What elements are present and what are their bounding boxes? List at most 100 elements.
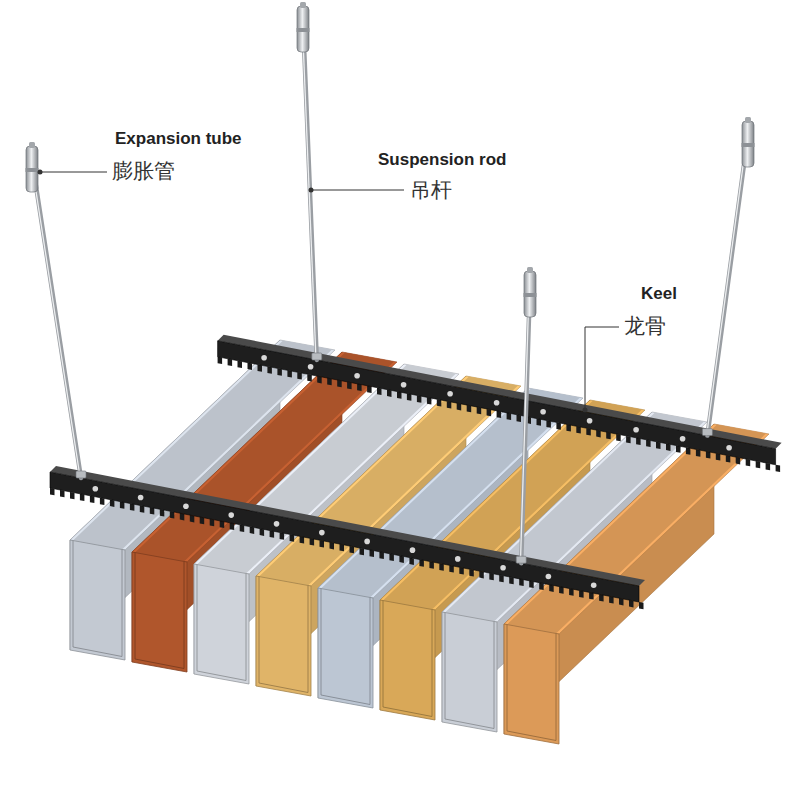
keel-tooth	[447, 401, 452, 408]
leader-dot	[583, 408, 588, 413]
keel-flange	[218, 335, 782, 449]
keel-tooth	[676, 446, 681, 453]
callout-label: Suspension rod	[378, 150, 506, 170]
keel-hole	[401, 382, 407, 388]
keel-tooth	[260, 529, 265, 536]
keel-tooth	[327, 378, 332, 385]
keel-tooth	[539, 583, 544, 590]
keel-face	[218, 341, 776, 465]
baffle-end	[70, 540, 125, 660]
keel-hole	[726, 445, 732, 451]
suspension-rod	[516, 267, 536, 563]
keel-tooth	[160, 509, 165, 516]
keel-tooth	[626, 436, 631, 443]
keel-tooth	[90, 496, 95, 503]
baffle-end	[504, 624, 559, 744]
expansion-tube	[26, 142, 39, 192]
keel-tooth	[517, 415, 522, 422]
keel-tooth	[100, 498, 105, 505]
keel-tooth	[317, 376, 322, 383]
suspension-rod	[702, 117, 754, 436]
keel-tooth	[190, 515, 195, 522]
keel-tooth	[407, 393, 412, 400]
keel-tooth	[180, 513, 185, 520]
keel-tooth	[716, 453, 721, 460]
keel-tooth	[387, 390, 392, 397]
keel	[218, 335, 782, 472]
rod-nut	[312, 353, 322, 360]
label-text: 膨胀管	[112, 159, 175, 182]
keel-tooth	[367, 386, 372, 393]
keel-tooth	[379, 552, 384, 559]
keel-tooth	[110, 500, 115, 507]
keel-tooth	[297, 372, 302, 379]
baffle-end	[380, 600, 435, 720]
label-text: Suspension rod	[378, 150, 506, 169]
baffle-profile	[321, 589, 370, 705]
keel-tooth	[399, 556, 404, 563]
baffle-end	[132, 552, 187, 672]
keel-tooth	[589, 592, 594, 599]
keel-tooth	[50, 488, 55, 495]
keel-tooth	[437, 399, 442, 406]
keel-tooth	[537, 419, 542, 426]
keel-tooth	[310, 538, 315, 545]
keel-tooth	[556, 422, 561, 429]
keel-tooth	[656, 442, 661, 449]
keel-tooth	[330, 542, 335, 549]
keel-tooth	[499, 575, 504, 582]
baffle-profile	[259, 577, 308, 693]
keel-tooth	[347, 382, 352, 389]
label-text: 龙骨	[624, 314, 666, 337]
rod-group	[26, 2, 755, 563]
label-text: Expansion tube	[115, 129, 242, 148]
keel-tooth	[549, 585, 554, 592]
keel	[50, 466, 645, 609]
leader-line	[42, 172, 107, 173]
keel-hole	[455, 556, 461, 562]
keel-tooth	[370, 550, 375, 557]
rod-nut	[516, 556, 526, 563]
keel-tooth	[629, 600, 634, 607]
keel-tooth	[559, 587, 564, 594]
keel-tooth	[776, 465, 781, 472]
keel-tooth	[350, 546, 355, 553]
suspension-rod	[297, 2, 322, 360]
expansion-tube	[524, 267, 537, 317]
keel-tooth	[70, 492, 75, 499]
keel-tooth	[60, 490, 65, 497]
keel-tooth	[519, 579, 524, 586]
leader-dot	[38, 170, 43, 175]
keel-tooth	[477, 407, 482, 414]
rod-nut	[702, 429, 712, 436]
keel-tooth	[726, 455, 731, 462]
keel-tooth	[429, 561, 434, 568]
keel-face	[50, 472, 639, 602]
keel-hole	[319, 530, 325, 536]
keel-tooth	[599, 594, 604, 601]
keel-tooth	[417, 395, 422, 402]
keel-tooth	[467, 405, 472, 412]
keel-hole	[93, 486, 99, 492]
keel-tooth	[218, 357, 223, 364]
keel-tooth	[120, 502, 125, 509]
leader-line	[313, 190, 404, 191]
baffle-profile	[197, 565, 246, 681]
baffle-profile	[445, 613, 494, 729]
keel-tooth	[290, 534, 295, 541]
keel-tooth	[489, 573, 494, 580]
keel-tooth	[546, 420, 551, 427]
keel-hole	[633, 427, 639, 433]
keel-hole	[546, 574, 552, 580]
keel-tooth	[509, 577, 514, 584]
keel-tooth	[427, 397, 432, 404]
keel-tooth	[170, 511, 175, 518]
rod-nut	[76, 471, 86, 478]
keel-tooth	[389, 554, 394, 561]
keel-tooth	[596, 430, 601, 437]
keel-hole	[494, 400, 500, 406]
keel-tooth	[409, 558, 414, 565]
baffle-profile	[507, 625, 556, 741]
